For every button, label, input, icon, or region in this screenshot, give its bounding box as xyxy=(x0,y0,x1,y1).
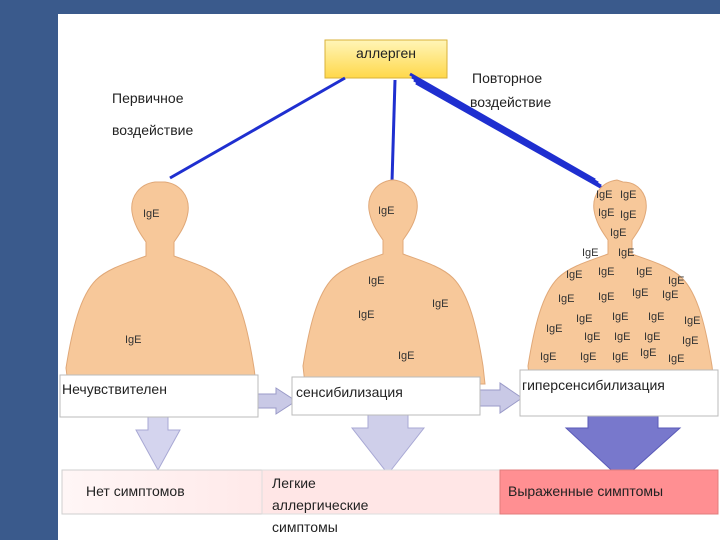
state-box-3 xyxy=(519,369,719,417)
ige-label: IgE xyxy=(582,247,599,259)
ige-label: IgE xyxy=(668,275,685,287)
exposure-arrows xyxy=(169,72,605,191)
repeated-exposure-line-1: Повторное xyxy=(472,70,543,86)
outcome-label-2c: симптомы xyxy=(272,519,338,535)
state-box-2 xyxy=(291,376,481,416)
ige-group-person-2: IgE IgE IgE IgE IgE xyxy=(358,205,449,362)
ige-label: IgE xyxy=(580,351,597,363)
ige-label: IgE xyxy=(636,266,653,278)
ige-label: IgE xyxy=(566,269,583,281)
ige-label: IgE xyxy=(540,351,557,363)
state-arrow-2 xyxy=(479,382,523,414)
ige-group-person-1: IgE IgE xyxy=(125,208,160,346)
ige-label: IgE xyxy=(662,289,679,301)
ige-label: IgE xyxy=(432,298,449,310)
outcome-label-2a: Легкие xyxy=(272,475,316,491)
ige-label: IgE xyxy=(125,334,142,346)
ige-label: IgE xyxy=(378,205,395,217)
ige-label: IgE xyxy=(668,353,685,365)
allergen-label: аллерген xyxy=(356,45,416,61)
outcome-box-2 xyxy=(261,469,501,515)
ige-label: IgE xyxy=(614,331,631,343)
ige-label: IgE xyxy=(684,315,701,327)
state-label-2: сенсибилизация xyxy=(296,384,403,400)
state-label-1: Нечувствителен xyxy=(62,381,167,397)
state-label-3: гиперсенсибилизация xyxy=(522,377,665,393)
ige-label: IgE xyxy=(584,331,601,343)
ige-label: IgE xyxy=(612,311,629,323)
ige-group-person-3: IgE IgE IgE IgE IgE IgE IgE IgE IgE IgE … xyxy=(540,189,701,365)
second-arrow xyxy=(390,79,397,183)
ige-label: IgE xyxy=(546,323,563,335)
repeated-arrow-4 xyxy=(415,81,605,191)
ige-label: IgE xyxy=(598,266,615,278)
ige-label: IgE xyxy=(598,291,615,303)
outcome-label-1: Нет симптомов xyxy=(86,483,185,499)
allergen-box xyxy=(324,39,448,79)
primary-arrow xyxy=(169,76,346,180)
ige-label: IgE xyxy=(618,247,635,259)
primary-exposure-line-1: Первичное xyxy=(112,90,184,106)
ige-label: IgE xyxy=(640,347,657,359)
ige-label: IgE xyxy=(558,293,575,305)
person-1 xyxy=(65,181,257,385)
person-2 xyxy=(302,179,486,385)
ige-label: IgE xyxy=(358,309,375,321)
ige-label: IgE xyxy=(368,275,385,287)
state-arrow-1 xyxy=(257,387,297,415)
ige-label: IgE xyxy=(620,189,637,201)
state-box-1 xyxy=(59,374,259,418)
ige-label: IgE xyxy=(648,311,665,323)
outcome-box-3 xyxy=(499,469,719,515)
ige-label: IgE xyxy=(682,335,699,347)
ige-label: IgE xyxy=(620,209,637,221)
ige-label: IgE xyxy=(610,227,627,239)
ige-label: IgE xyxy=(644,331,661,343)
ige-label: IgE xyxy=(598,207,615,219)
outcome-label-3: Выраженные симптомы xyxy=(508,483,663,499)
down-arrow-2 xyxy=(350,409,426,475)
outcome-label-2b: аллергические xyxy=(272,497,369,513)
ige-label: IgE xyxy=(612,351,629,363)
ige-label: IgE xyxy=(398,350,415,362)
primary-exposure-line-2: воздействие xyxy=(112,122,194,138)
ige-label: IgE xyxy=(632,287,649,299)
ige-label: IgE xyxy=(576,313,593,325)
repeated-exposure-line-2: воздействие xyxy=(470,94,552,110)
ige-label: IgE xyxy=(596,189,613,201)
down-arrow-1 xyxy=(135,413,181,472)
ige-label: IgE xyxy=(143,208,160,220)
